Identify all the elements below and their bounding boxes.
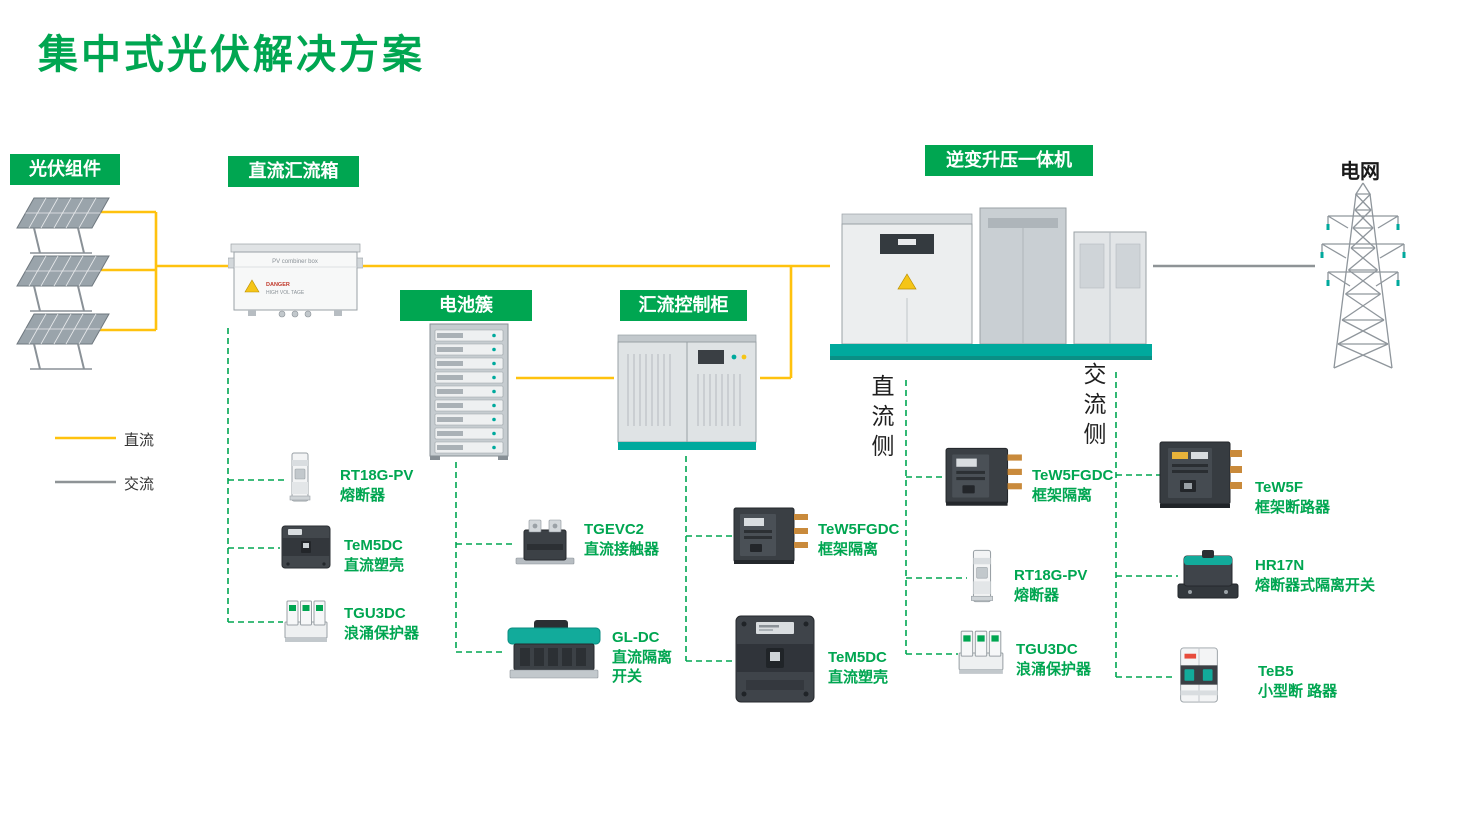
component-desc: 熔断器 [340, 486, 386, 504]
grid-label: 电网 [1340, 161, 1380, 183]
combiner-box-voltage-text: HIGH VOL TAGE [266, 290, 305, 296]
component-model: RT18G-PV [340, 467, 414, 484]
component-desc: 直流接触器 [584, 540, 660, 558]
component-model: GL-DC [612, 629, 660, 646]
dc-side-label: 直流侧 [868, 374, 894, 464]
badge-combiner-control-cabinet: 汇流控制柜 [620, 290, 747, 321]
component-model: TeW5FGDC [818, 521, 900, 538]
component-desc: 熔断器 [1014, 586, 1060, 604]
component-desc: 小型断 路器 [1258, 682, 1338, 700]
combiner-box-danger-text: DANGER [266, 282, 290, 288]
component-model: RT18G-PV [1014, 567, 1088, 584]
badge-inverter-booster-station: 逆变升压一体机 [925, 145, 1093, 176]
contactor-tgevc2-image [514, 518, 576, 566]
pv-array-illustration-1 [12, 196, 112, 256]
component-model: TGU3DC [1016, 641, 1078, 658]
component-label-rt18g-pv-1: RT18G-PV 熔断器 [340, 466, 413, 505]
pv-array-illustration-2 [12, 254, 112, 314]
component-label-tem5dc-2: TeM5DC 直流塑壳 [828, 648, 888, 687]
pv-array-illustration-3 [12, 312, 112, 372]
badge-battery-cluster: 电池簇 [400, 290, 532, 321]
component-label-tgevc2: TGEVC2 直流接触器 [584, 520, 659, 559]
component-label-rt18g-pv-2: RT18G-PV 熔断器 [1014, 566, 1087, 605]
component-label-tew5f: TeW5F 框架断路器 [1255, 478, 1330, 517]
component-label-gl-dc: GL-DC 直流隔离 开关 [612, 628, 672, 687]
component-label-teb5: TeB5 小型断 路器 [1258, 662, 1337, 701]
spd-tgu3dc-image-2 [956, 628, 1006, 676]
component-model: TeM5DC [828, 649, 887, 666]
fuse-switch-hr17n-image [1176, 546, 1240, 602]
badge-dc-combiner-box: 直流汇流箱 [228, 156, 359, 187]
isolation-switch-gl-dc-image [504, 618, 604, 682]
component-desc: 直流塑壳 [344, 556, 405, 574]
component-model: TGEVC2 [584, 521, 645, 538]
mcb-teb5-image [1170, 646, 1228, 704]
component-desc: 熔断器式隔离开关 [1255, 576, 1376, 594]
component-label-tew5fgdc-1: TeW5FGDC 框架隔离 [818, 520, 899, 559]
component-desc: 框架隔离 [1032, 486, 1093, 504]
component-desc: 框架隔离 [818, 540, 879, 558]
legend-dc-label: 直流 [124, 432, 155, 449]
component-desc: 浪涌保护器 [344, 624, 420, 642]
component-label-tgu3dc-1: TGU3DC 浪涌保护器 [344, 604, 419, 643]
acb-tew5f-image [1158, 436, 1244, 510]
component-desc: 框架断路器 [1255, 498, 1331, 516]
component-model: HR17N [1255, 557, 1305, 574]
component-model: TGU3DC [344, 605, 406, 622]
combiner-box-title-text: PV combiner box [272, 259, 318, 265]
component-desc: 浪涌保护器 [1016, 660, 1092, 678]
ac-side-label: 交流侧 [1080, 362, 1106, 452]
combiner-control-cabinet-illustration [612, 330, 762, 455]
component-model: TeW5FGDC [1032, 467, 1114, 484]
inverter-station-illustration [828, 194, 1158, 364]
page-title: 集中式光伏解决方案 [38, 33, 425, 77]
badge-pv-modules: 光伏组件 [10, 154, 120, 185]
battery-cluster-illustration [424, 322, 514, 462]
mccb-tem5dc-image-2 [730, 614, 820, 706]
acb-tew5fgdc-image-2 [944, 444, 1026, 508]
component-model: TeW5F [1255, 479, 1304, 496]
component-model: TeB5 [1258, 663, 1294, 680]
transmission-tower-illustration [1298, 180, 1428, 375]
component-model: TeM5DC [344, 537, 403, 554]
component-label-tew5fgdc-2: TeW5FGDC 框架隔离 [1032, 466, 1113, 505]
legend-ac-label: 交流 [124, 476, 155, 493]
spd-tgu3dc-image-1 [282, 598, 330, 644]
dc-combiner-box-illustration: PV combiner box DANGER HIGH VOL TAGE [228, 236, 363, 326]
component-desc: 直流隔离 开关 [612, 648, 673, 686]
fuse-rt18g-pv-image-2 [966, 548, 998, 604]
acb-tew5fgdc-image-1 [732, 504, 812, 566]
mccb-tem5dc-image-1 [280, 524, 332, 570]
fuse-rt18g-pv-image-1 [285, 452, 315, 502]
component-desc: 直流塑壳 [828, 668, 889, 686]
component-label-tgu3dc-2: TGU3DC 浪涌保护器 [1016, 640, 1091, 679]
component-label-tem5dc-1: TeM5DC 直流塑壳 [344, 536, 404, 575]
component-label-hr17n: HR17N 熔断器式隔离开关 [1255, 556, 1375, 595]
